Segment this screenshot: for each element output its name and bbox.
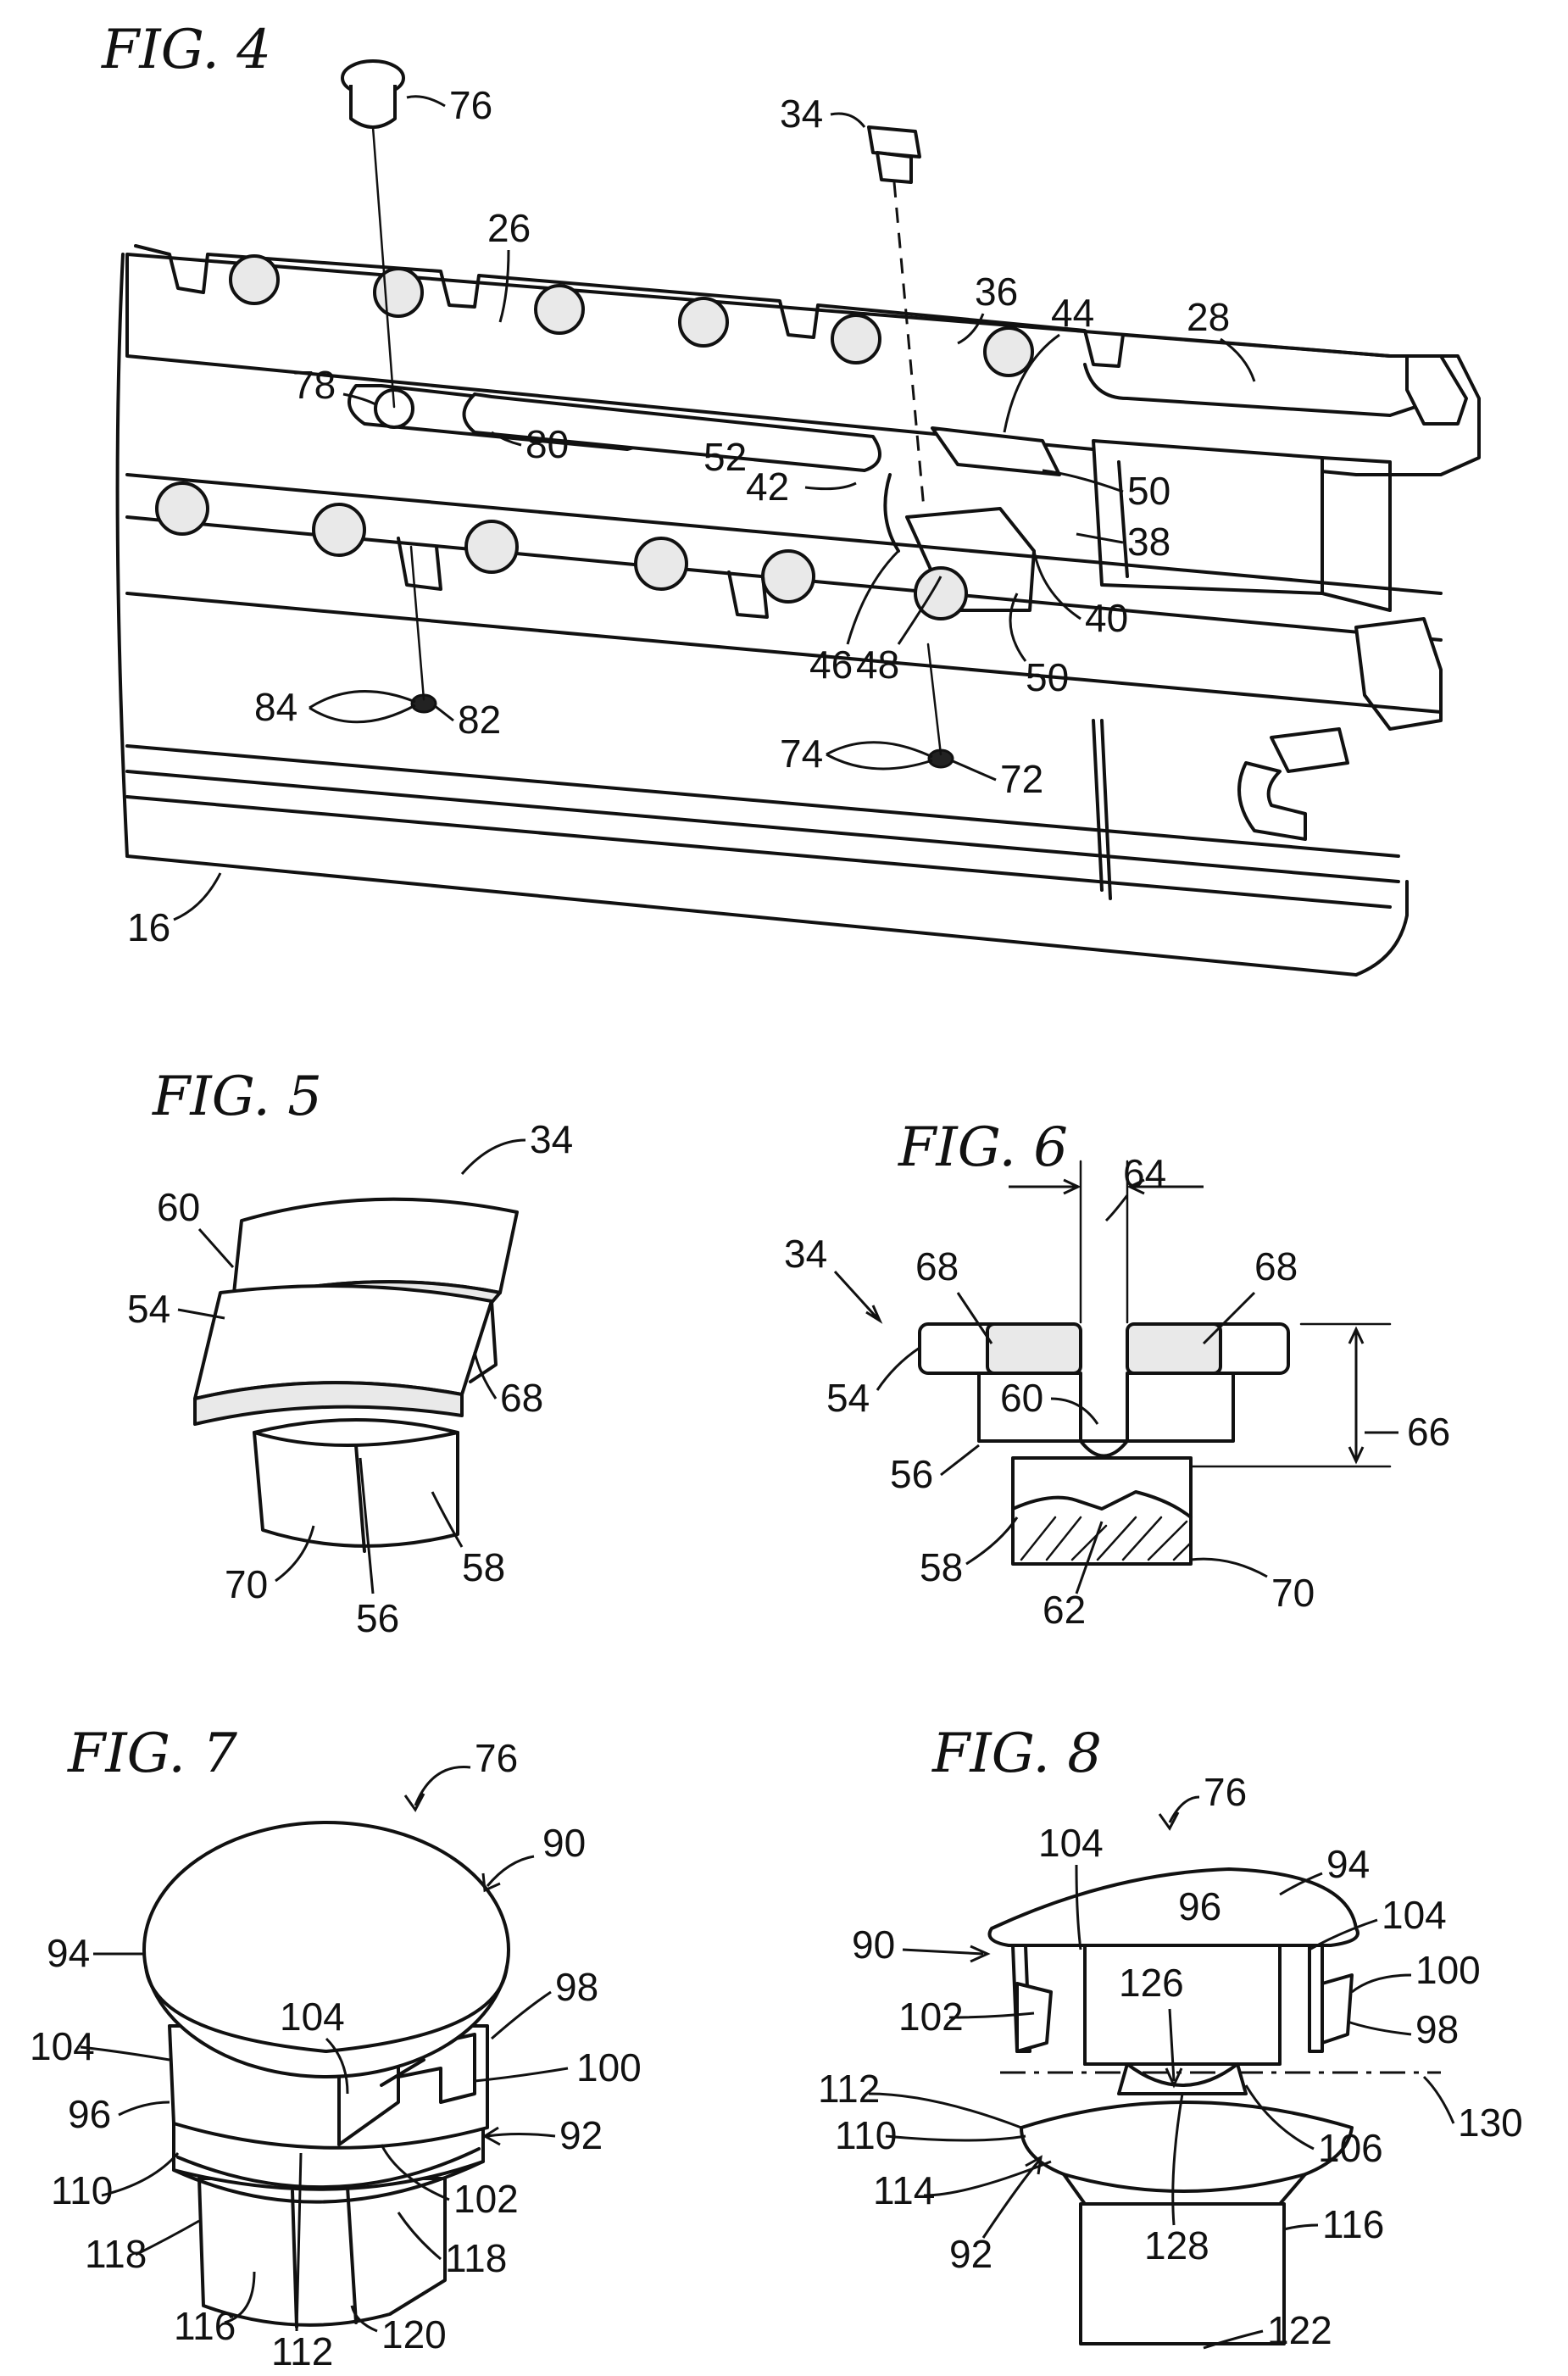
fig8-title: FIG. 8	[931, 1722, 1102, 1785]
reference-numeral-104: 104	[1382, 1893, 1447, 1937]
reference-numeral-90: 90	[852, 1923, 895, 1967]
reference-numeral-104: 104	[280, 1995, 345, 2039]
reference-numeral-96: 96	[68, 2092, 111, 2136]
reference-numeral-50: 50	[1127, 469, 1170, 513]
reference-numeral-82: 82	[458, 698, 501, 742]
reference-numeral-68: 68	[915, 1244, 959, 1288]
reference-numeral-76: 76	[1204, 1770, 1247, 1814]
reference-numeral-112: 112	[271, 2329, 333, 2373]
reference-numeral-70: 70	[1271, 1571, 1315, 1615]
reference-numeral-112: 112	[818, 2067, 880, 2111]
reference-numeral-46: 46	[809, 643, 853, 687]
reference-numeral-92: 92	[949, 2232, 993, 2276]
reference-numeral-98: 98	[1415, 2007, 1459, 2051]
fig8: FIG. 8 76 104 94	[818, 1722, 1523, 2352]
reference-numeral-68: 68	[500, 1376, 543, 1420]
fig7: FIG. 7 76 90 94 98 104	[30, 1722, 642, 2373]
reference-numeral-106: 106	[1318, 2126, 1383, 2170]
reference-numeral-58: 58	[920, 1545, 963, 1589]
reference-numeral-110: 110	[51, 2168, 113, 2212]
plug-76-side-view	[990, 1869, 1442, 2344]
fig5-title: FIG. 5	[152, 1066, 322, 1128]
reference-numeral-42: 42	[746, 465, 789, 509]
reference-numeral-40: 40	[1085, 596, 1128, 640]
reference-numeral-58: 58	[462, 1545, 505, 1589]
reference-numeral-122: 122	[1267, 2308, 1332, 2352]
fig6: FIG. 6 64 34 68	[784, 1116, 1450, 1632]
reference-numeral-72: 72	[1000, 757, 1043, 801]
reference-numeral-70: 70	[225, 1562, 268, 1606]
reference-numeral-64: 64	[1123, 1151, 1166, 1195]
reference-numeral-100: 100	[1415, 1948, 1481, 1992]
plug-34-perspective	[195, 1199, 517, 1551]
fig7-title: FIG. 7	[67, 1722, 237, 1785]
reference-numeral-28: 28	[1187, 295, 1230, 339]
reference-numeral-74: 74	[780, 732, 823, 776]
reference-numeral-34: 34	[784, 1232, 827, 1276]
reference-numeral-52: 52	[703, 435, 747, 479]
reference-numeral-26: 26	[487, 206, 531, 250]
reference-numeral-118: 118	[445, 2236, 507, 2280]
reference-numeral-66: 66	[1407, 1410, 1450, 1454]
fig4-title: FIG. 4	[101, 19, 271, 81]
reference-numeral-120: 120	[381, 2312, 447, 2357]
reference-numeral-50: 50	[1026, 655, 1069, 699]
reference-numeral-60: 60	[1000, 1376, 1043, 1420]
reference-numeral-130: 130	[1458, 2101, 1523, 2145]
reference-numeral-116: 116	[1322, 2202, 1384, 2246]
reference-numeral-76: 76	[449, 83, 492, 127]
reference-numeral-56: 56	[356, 1596, 399, 1640]
fig5: FIG. 5 34 60 54 68 70 56 58	[127, 1066, 573, 1640]
reference-numeral-114: 114	[873, 2168, 935, 2212]
reference-numeral-94: 94	[1326, 1842, 1370, 1886]
reference-numeral-84: 84	[254, 685, 297, 729]
reference-numeral-44: 44	[1051, 291, 1094, 335]
reference-numeral-62: 62	[1043, 1588, 1086, 1632]
reference-numeral-78: 78	[292, 363, 336, 407]
reference-numeral-34: 34	[780, 92, 823, 136]
rail-assembly-drawing	[118, 246, 1479, 975]
reference-numeral-126: 126	[1119, 1961, 1184, 2005]
reference-numeral-56: 56	[890, 1452, 933, 1496]
reference-numeral-116: 116	[174, 2304, 236, 2348]
reference-numeral-80: 80	[525, 422, 569, 466]
reference-numeral-104: 104	[1038, 1821, 1104, 1865]
reference-numeral-60: 60	[157, 1185, 200, 1229]
reference-numeral-68: 68	[1254, 1244, 1298, 1288]
middle-bolt-row	[157, 483, 966, 619]
fig4: FIG. 4	[101, 19, 1479, 975]
reference-numeral-96: 96	[1178, 1884, 1221, 1928]
reference-numeral-98: 98	[555, 1965, 598, 2009]
reference-numeral-48: 48	[856, 643, 899, 687]
reference-numeral-128: 128	[1144, 2223, 1209, 2267]
reference-numeral-36: 36	[975, 270, 1018, 314]
reference-numeral-16: 16	[127, 905, 170, 949]
reference-numeral-90: 90	[542, 1821, 586, 1865]
reference-numeral-100: 100	[576, 2045, 642, 2089]
plug-34-section	[920, 1161, 1390, 1564]
reference-numeral-54: 54	[127, 1287, 170, 1331]
reference-numeral-76: 76	[475, 1736, 518, 1780]
reference-numeral-38: 38	[1127, 520, 1170, 564]
fig6-title: FIG. 6	[898, 1116, 1068, 1179]
reference-numeral-102: 102	[453, 2177, 519, 2221]
reference-numeral-104: 104	[30, 2024, 95, 2068]
reference-numeral-54: 54	[826, 1376, 870, 1420]
reference-numeral-94: 94	[47, 1931, 90, 1975]
reference-numeral-34: 34	[530, 1117, 573, 1161]
reference-numeral-92: 92	[559, 2113, 603, 2157]
